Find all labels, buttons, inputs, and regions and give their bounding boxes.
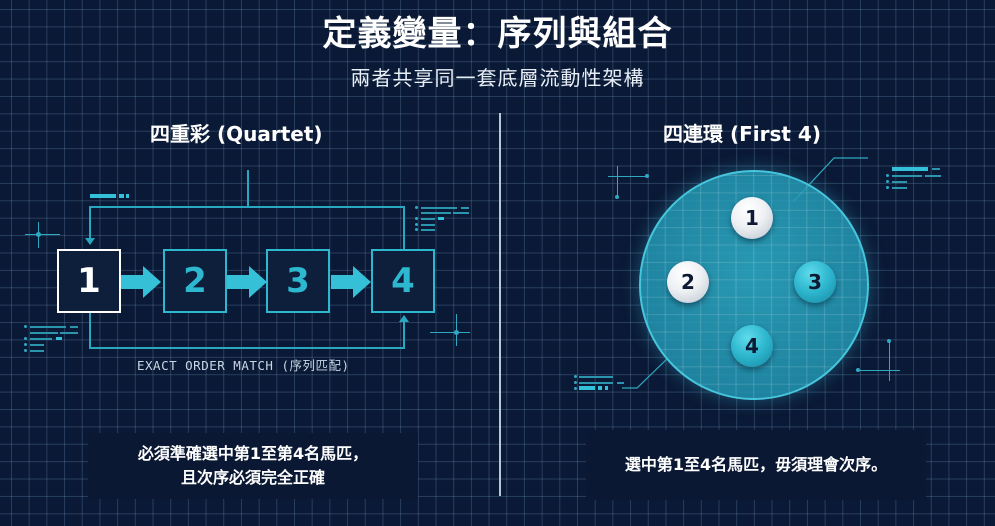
connector-line: [89, 206, 405, 208]
deco-bar: [579, 382, 613, 384]
crosshair-dot-icon: [856, 368, 860, 372]
deco-bar: [892, 175, 922, 177]
deco-bar: [579, 376, 613, 378]
deco-bar: [461, 207, 469, 209]
quartet-heading: 四重彩 (Quartet): [150, 122, 323, 146]
deco-dot: [415, 206, 418, 209]
deco-bar: [453, 212, 469, 214]
deco-dot: [415, 228, 418, 231]
deco-bar: [119, 194, 124, 198]
deco-dot: [886, 180, 889, 183]
quartet-caption-line2: 且次序必須完全正確: [180, 468, 325, 487]
deco-bar: [892, 181, 907, 183]
deco-bar: [421, 218, 435, 220]
deco-bar: [617, 382, 624, 384]
position-box-2: 2: [163, 249, 227, 313]
first4-caption: 選中第1至4名馬匹，毋須理會次序。: [586, 430, 926, 500]
deco-dot: [886, 186, 889, 189]
deco-bar: [421, 224, 435, 226]
arrowhead-up-icon: [399, 315, 409, 322]
deco-bar: [925, 175, 941, 177]
exact-order-label: EXACT ORDER MATCH (序列匹配): [137, 358, 350, 373]
deco-dot: [24, 343, 27, 346]
deco-dot: [886, 174, 889, 177]
deco-bar: [598, 386, 602, 390]
deco-bar: [30, 344, 44, 346]
deco-bar: [932, 168, 940, 170]
crosshair-icon: [608, 176, 646, 177]
connector-line: [89, 206, 91, 238]
connector-line: [247, 170, 249, 206]
position-box-4: 4: [371, 249, 435, 313]
deco-bar: [421, 229, 435, 231]
crosshair-dot-icon: [645, 174, 649, 178]
deco-dot: [24, 337, 27, 340]
deco-bar: [579, 386, 595, 390]
crosshair-dot-icon: [615, 195, 619, 199]
deco-bar: [30, 338, 52, 340]
arrow-right-icon: [121, 266, 163, 302]
connector-line: [89, 347, 405, 349]
deco-bar: [892, 187, 907, 189]
crosshair-icon: [889, 341, 890, 381]
deco-bar: [60, 332, 78, 334]
deco-dot: [574, 375, 577, 378]
deco-dot: [24, 325, 27, 328]
deco-bar: [30, 326, 66, 328]
page-subtitle: 兩者共享同一套底層流動性架構: [350, 66, 645, 90]
deco-bar: [421, 207, 457, 209]
crosshair-icon: [430, 332, 470, 333]
connector-line: [403, 206, 405, 249]
section-divider: [499, 113, 501, 496]
arrow-right-icon: [227, 266, 269, 302]
deco-dot: [24, 349, 27, 352]
deco-bar: [90, 194, 116, 198]
crosshair-icon: [617, 166, 618, 196]
page-title: 定義變量：序列與組合: [322, 14, 673, 54]
position-box-3: 3: [266, 249, 330, 313]
crosshair-icon: [858, 370, 900, 371]
deco-bar: [126, 194, 129, 198]
deco-bar: [56, 337, 62, 340]
leader-lines: [622, 157, 868, 389]
deco-dot: [574, 387, 577, 390]
deco-bar: [438, 217, 444, 220]
deco-bar: [30, 350, 44, 352]
arrow-right-icon: [331, 266, 373, 302]
deco-bar: [70, 326, 78, 328]
first4-heading: 四連環 (First 4): [663, 122, 821, 146]
crosshair-dot-icon: [887, 339, 891, 343]
horse-ball-2: 2: [667, 261, 709, 303]
deco-dot: [574, 381, 577, 384]
crosshair-icon: [25, 234, 60, 235]
deco-bar: [30, 332, 58, 334]
connector-line: [89, 313, 91, 348]
horse-ball-1: 1: [731, 197, 773, 239]
crosshair-dot-icon: [36, 232, 41, 237]
deco-bar: [605, 386, 608, 390]
connector-line: [403, 322, 405, 348]
crosshair-dot-icon: [454, 330, 459, 335]
quartet-caption: 必須準確選中第1至第4名馬匹， 且次序必須完全正確: [88, 433, 418, 499]
deco-bar: [421, 212, 451, 214]
quartet-caption-line1: 必須準確選中第1至第4名馬匹，: [137, 444, 369, 463]
position-box-1: 1: [57, 249, 121, 313]
deco-bar: [892, 167, 928, 171]
deco-dot: [415, 217, 418, 220]
deco-dot: [415, 223, 418, 226]
first4-caption-text: 選中第1至4名馬匹，毋須理會次序。: [624, 455, 888, 474]
arrowhead-down-icon: [85, 238, 95, 245]
horse-ball-4: 4: [731, 325, 773, 367]
horse-ball-3: 3: [794, 261, 836, 303]
